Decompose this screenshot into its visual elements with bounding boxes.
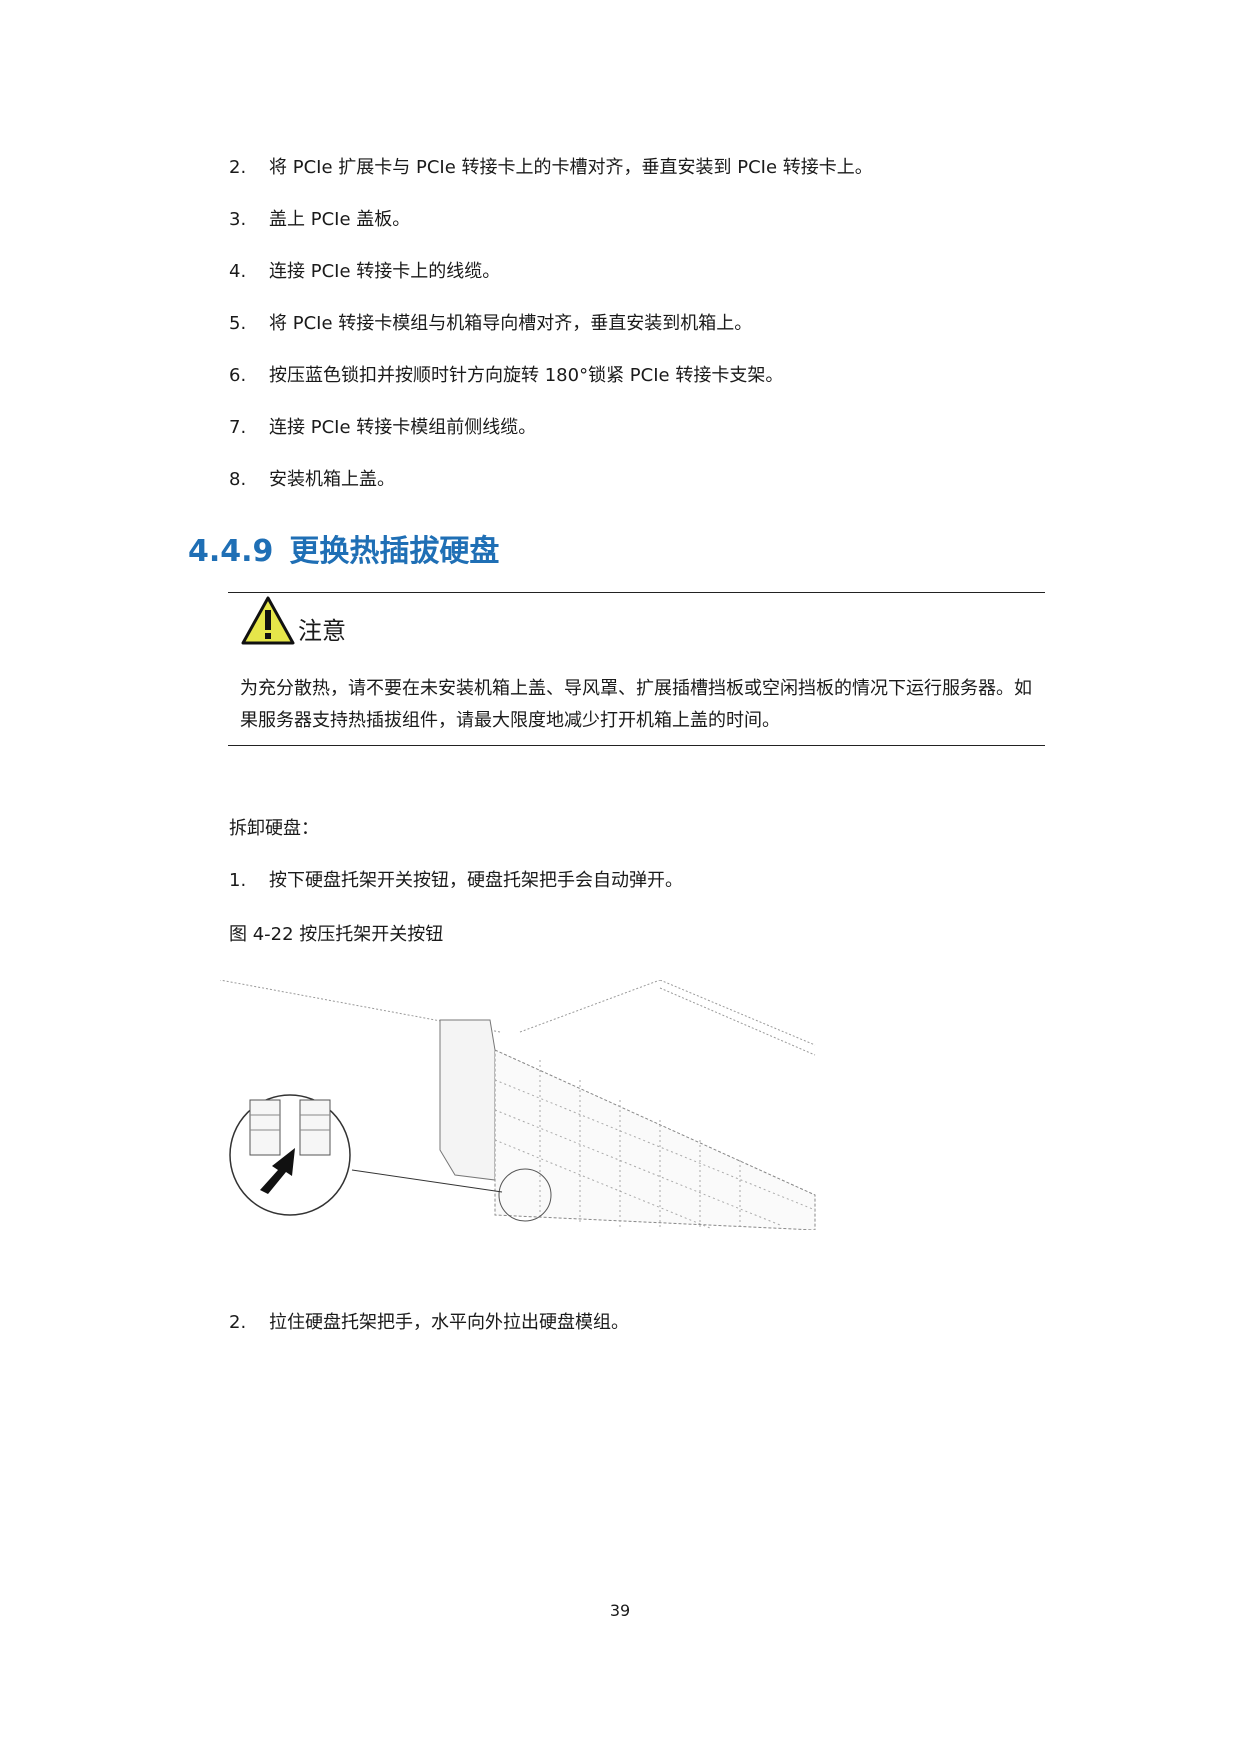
list-item: 4. 连接 PCIe 转接卡上的线缆。 bbox=[229, 259, 500, 285]
step-text: 拉住硬盘托架把手，水平向外拉出硬盘模组。 bbox=[269, 1312, 629, 1333]
step-number: 2. bbox=[229, 157, 247, 178]
step-text: 连接 PCIe 转接卡上的线缆。 bbox=[269, 261, 501, 282]
step-text: 盖上 PCIe 盖板。 bbox=[269, 209, 411, 230]
step-text: 将 PCIe 扩展卡与 PCIe 转接卡上的卡槽对齐，垂直安装到 PCIe 转接… bbox=[269, 157, 873, 178]
list-item: 7. 连接 PCIe 转接卡模组前侧线缆。 bbox=[229, 415, 536, 441]
list-item: 1. 按下硬盘托架开关按钮，硬盘托架把手会自动弹开。 bbox=[229, 868, 683, 894]
step-text: 按压蓝色锁扣并按顺时针方向旋转 180°锁紧 PCIe 转接卡支架。 bbox=[269, 365, 784, 386]
step-number: 4. bbox=[229, 261, 247, 282]
removal-intro: 拆卸硬盘： bbox=[229, 818, 319, 839]
warning-triangle-icon bbox=[241, 596, 295, 645]
step-text: 安装机箱上盖。 bbox=[269, 469, 395, 490]
caution-box: 注意 为充分散热，请不要在未安装机箱上盖、导风罩、扩展插槽挡板或空闲挡板的情况下… bbox=[228, 592, 1045, 746]
step-text: 连接 PCIe 转接卡模组前侧线缆。 bbox=[269, 417, 537, 438]
caution-text: 为充分散热，请不要在未安装机箱上盖、导风罩、扩展插槽挡板或空闲挡板的情况下运行服… bbox=[240, 678, 1032, 731]
section-title: 更换热插拔硬盘 bbox=[289, 534, 500, 569]
list-item: 8. 安装机箱上盖。 bbox=[229, 467, 395, 493]
step-number: 2. bbox=[229, 1312, 247, 1333]
step-number: 1. bbox=[229, 870, 247, 891]
list-item: 2. 将 PCIe 扩展卡与 PCIe 转接卡上的卡槽对齐，垂直安装到 PCIe … bbox=[229, 155, 873, 181]
server-drive-illustration bbox=[220, 980, 816, 1230]
step-number: 8. bbox=[229, 469, 247, 490]
step-number: 7. bbox=[229, 417, 247, 438]
section-number: 4.4.9 bbox=[188, 534, 274, 569]
step-number: 3. bbox=[229, 209, 247, 230]
list-item: 3. 盖上 PCIe 盖板。 bbox=[229, 207, 410, 233]
list-item: 5. 将 PCIe 转接卡模组与机箱导向槽对齐，垂直安装到机箱上。 bbox=[229, 311, 752, 337]
list-item: 6. 按压蓝色锁扣并按顺时针方向旋转 180°锁紧 PCIe 转接卡支架。 bbox=[229, 363, 783, 389]
caution-title: 注意 bbox=[298, 617, 346, 645]
page-number: 39 bbox=[609, 1601, 631, 1620]
list-item: 2. 拉住硬盘托架把手，水平向外拉出硬盘模组。 bbox=[229, 1310, 629, 1336]
section-heading: 4.4.9 更换热插拔硬盘 bbox=[188, 532, 499, 572]
step-text: 将 PCIe 转接卡模组与机箱导向槽对齐，垂直安装到机箱上。 bbox=[269, 313, 753, 334]
figure-caption: 图 4-22 按压托架开关按钮 bbox=[229, 924, 444, 945]
step-text: 按下硬盘托架开关按钮，硬盘托架把手会自动弹开。 bbox=[269, 870, 683, 891]
step-number: 5. bbox=[229, 313, 247, 334]
step-number: 6. bbox=[229, 365, 247, 386]
